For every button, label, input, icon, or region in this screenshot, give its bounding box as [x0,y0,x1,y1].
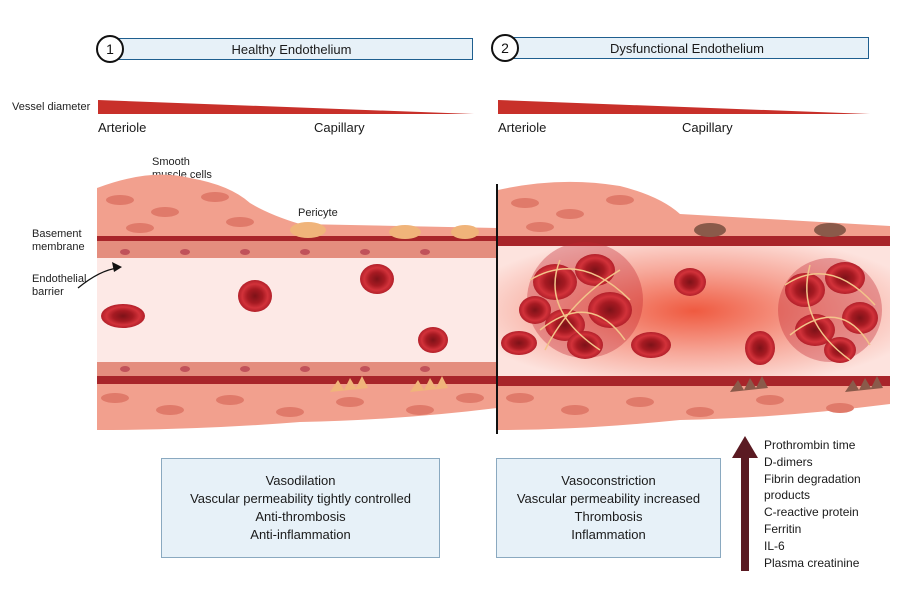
right-blood-clot [778,258,882,363]
healthy-endothelium-bottom [97,362,497,376]
biomarker-item: Ferritin [764,521,802,536]
rbc [674,268,706,296]
healthy-point-1: Vasodilation [265,473,336,488]
left-capillary-label: Capillary [314,120,365,135]
left-blood-clot [519,242,643,359]
diameter-wedges [98,100,870,114]
biomarker-item: Plasma creatinine [764,555,860,570]
panel-1-header: Healthy Endothelium [110,38,473,60]
healthy-muscle-top [97,174,497,240]
dysfunctional-summary-box: Vasoconstriction Vascular permeability i… [496,458,721,558]
biomarker-up-arrow [732,436,758,571]
basement-membrane-label: Basement membrane [32,228,85,253]
dysfunctional-point-4: Inflammation [571,527,646,542]
vessel-diameter-label: Vessel diameter [12,101,91,113]
healthy-basement-bottom [97,376,497,384]
healthy-point-2: Vascular permeability tightly controlled [190,491,411,506]
dysfunctional-muscle-top [498,181,890,236]
dysfunctional-red-blood-cells [501,268,775,365]
biomarker-item: Prothrombin time [764,438,856,452]
dysfunctional-muscle-nuclei [506,195,854,417]
rbc [360,264,394,294]
panel-1-title: Healthy Endothelium [231,41,352,57]
panel-1-number-badge: 1 [96,35,124,63]
pericyte-label: Pericyte [298,207,338,219]
biomarker-item: Fibrin degradation [764,471,861,486]
healthy-point-3: Anti-thrombosis [255,509,346,524]
healthy-muscle-nuclei [101,192,484,417]
rbc [631,332,671,358]
rbc [101,304,145,328]
right-arteriole-label: Arteriole [498,120,547,135]
left-arteriole-label: Arteriole [98,120,147,135]
dysfunctional-pericytes [694,223,883,392]
biomarker-item: products [764,488,811,503]
biomarker-item: D-dimers [764,454,813,469]
panel-2-number-badge: 2 [491,34,519,62]
healthy-summary-box: Vasodilation Vascular permeability tight… [161,458,440,558]
dysfunctional-wall-top [498,236,890,246]
healthy-muscle-bottom [97,384,497,430]
panel-2-header: Dysfunctional Endothelium [505,37,869,59]
healthy-point-4: Anti-inflammation [250,527,351,542]
right-capillary-label: Capillary [682,120,733,135]
biomarker-item: IL-6 [764,538,785,553]
healthy-endothelial-nuclei [120,249,430,372]
vessel-illustration [77,174,890,434]
dysfunctional-point-2: Vascular permeability increased [516,491,701,506]
biomarker-list: Prothrombin time D-dimers Fibrin degrada… [764,437,861,571]
healthy-endothelium-top [97,240,497,258]
dysfunctional-point-1: Vasoconstriction [561,473,656,488]
healthy-basement-top [97,236,497,241]
rbc [745,331,775,365]
rbc [501,331,537,355]
healthy-red-blood-cells [101,264,448,353]
dysfunctional-wall-bottom [498,376,890,386]
endothelial-barrier-label: Endothelial barrier [32,273,87,298]
panel-2-title: Dysfunctional Endothelium [610,40,764,56]
dysfunctional-point-3: Thrombosis [574,509,643,524]
biomarker-item: C-reactive protein [764,505,859,520]
rbc [238,280,272,312]
left-diameter-wedge [98,100,474,114]
healthy-pericytes [290,222,479,392]
rbc [418,327,448,353]
right-diameter-wedge [498,100,870,114]
